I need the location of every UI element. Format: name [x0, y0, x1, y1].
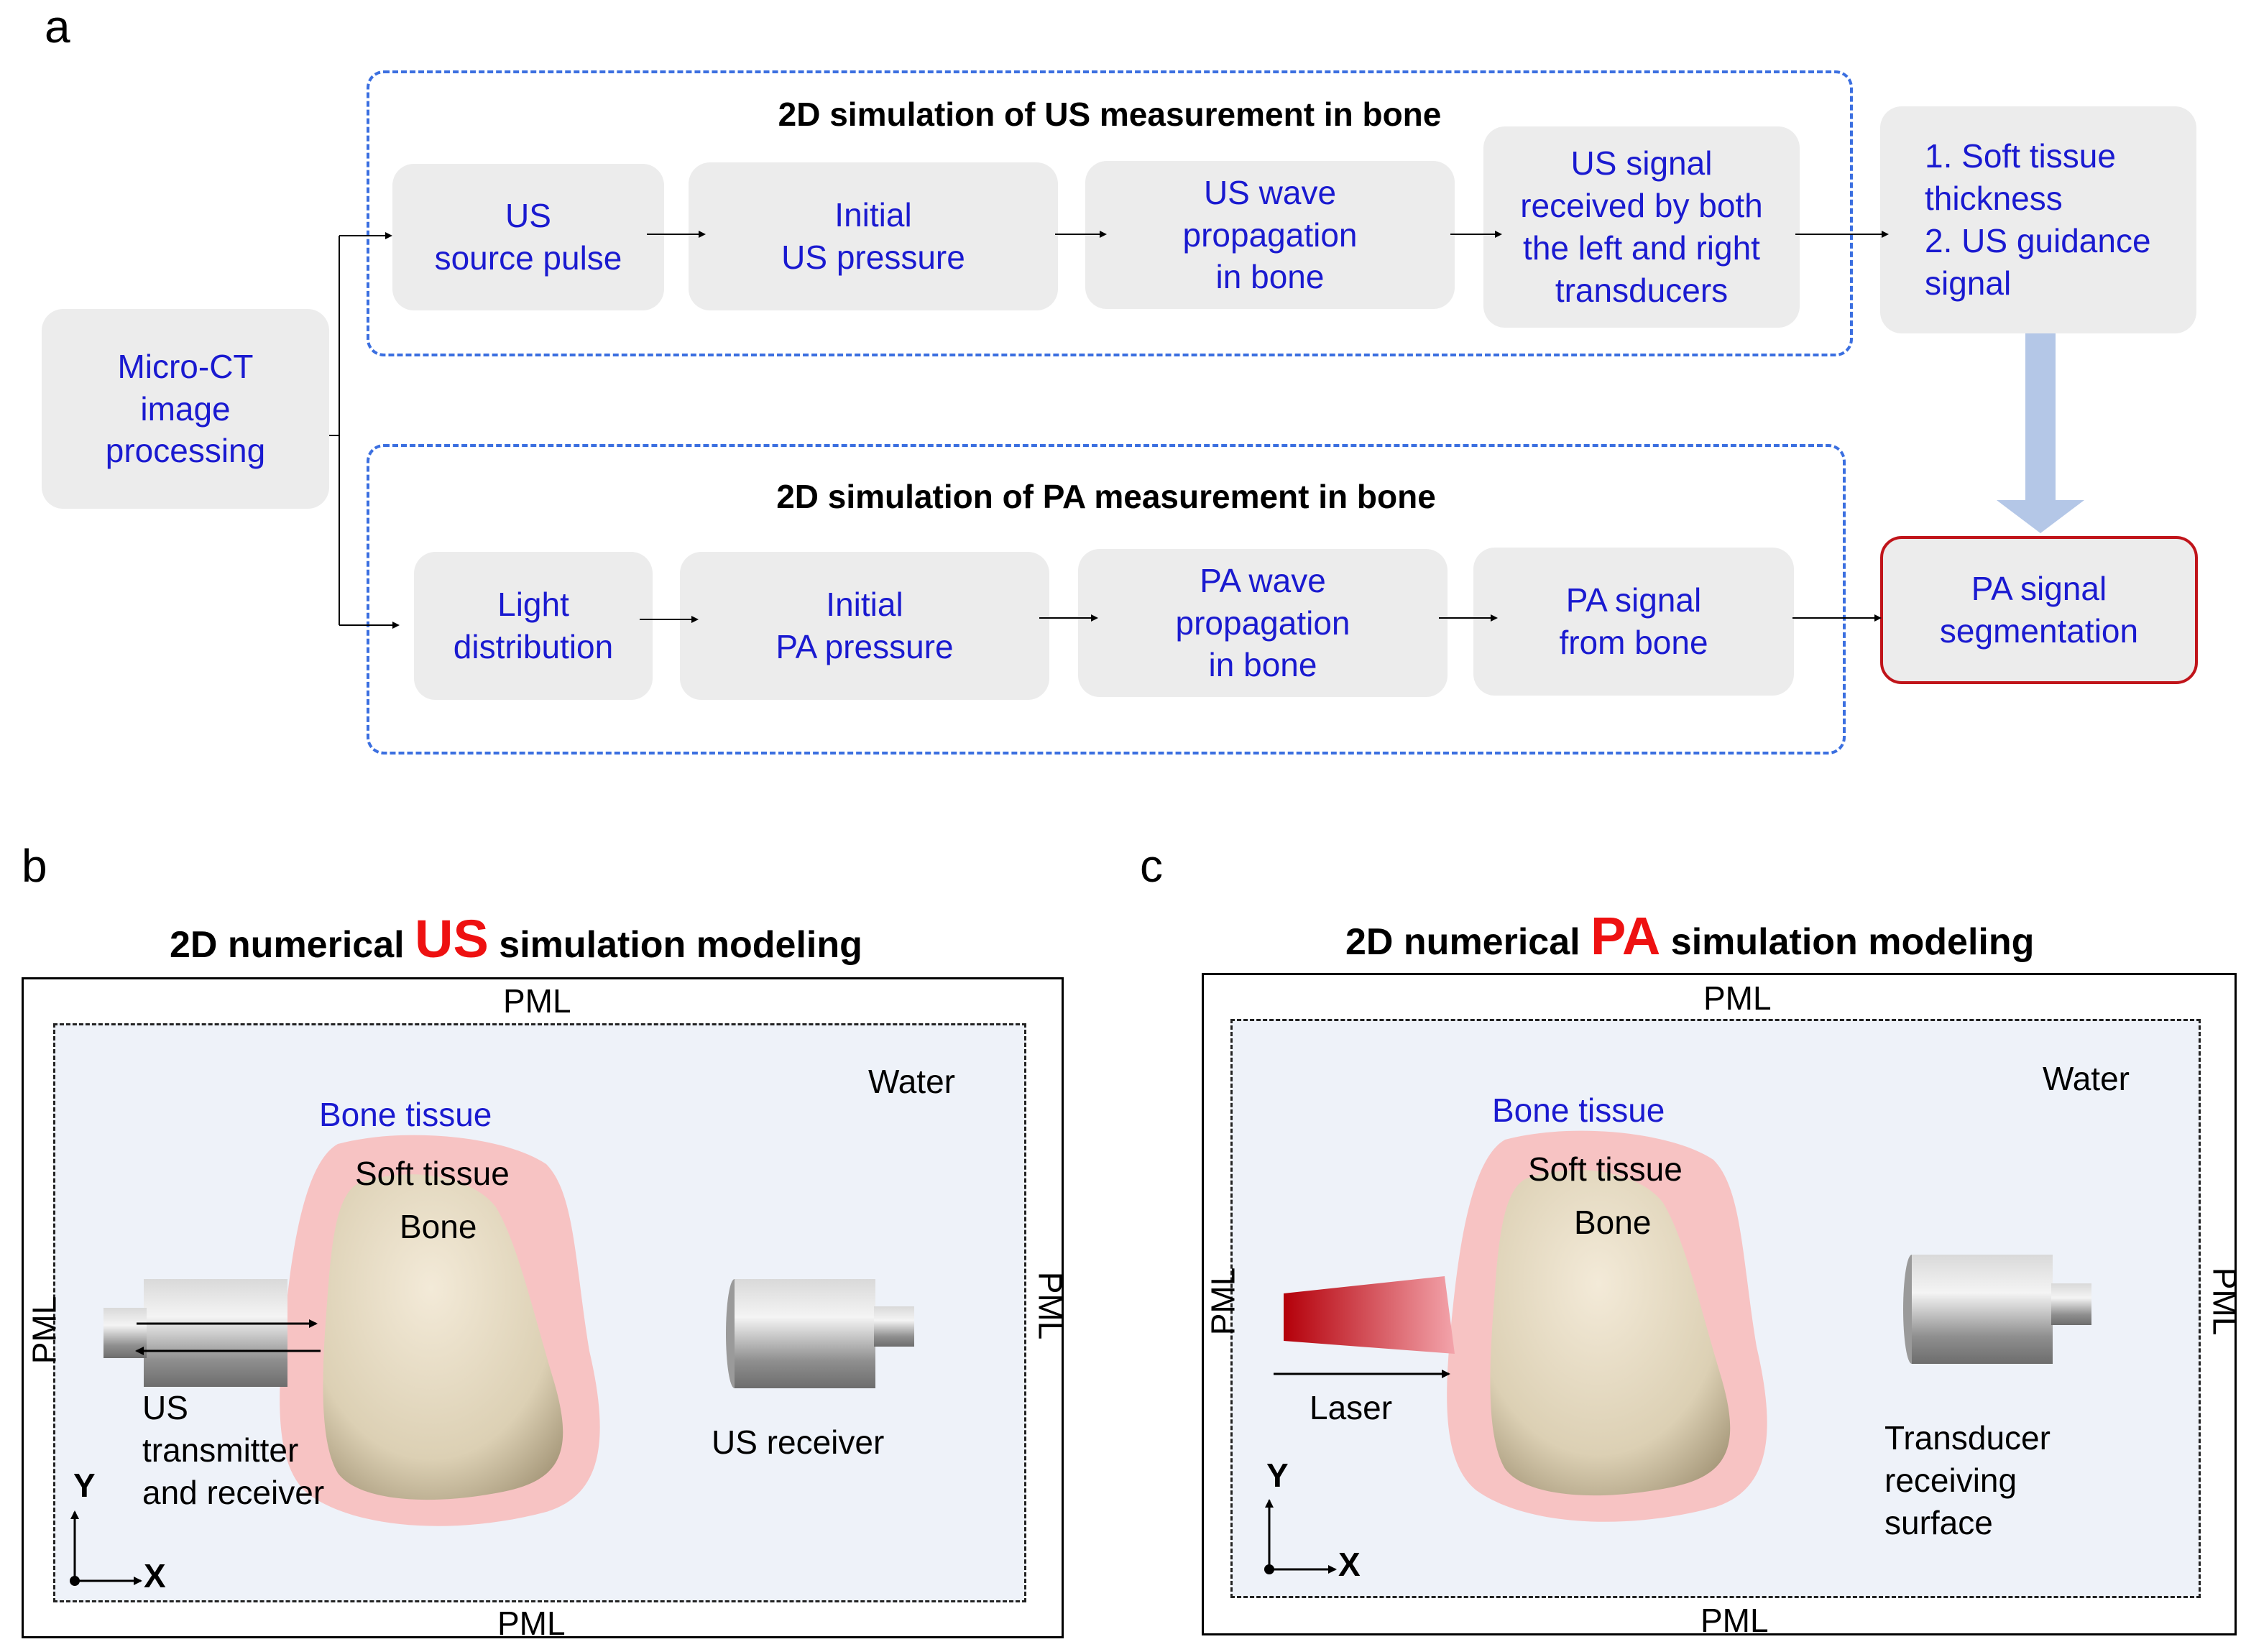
- laser-beam: [1284, 1276, 1455, 1354]
- panel-c-letter: c: [1140, 840, 1163, 892]
- pa-step-label: PA signal from bone: [1559, 581, 1708, 661]
- us-step-label: US wave propagation in bone: [1182, 173, 1358, 296]
- pa-group-title: 2D simulation of PA measurement in bone: [776, 478, 1436, 515]
- bone-shape: [1490, 1170, 1731, 1496]
- axis-y-label: Y: [73, 1467, 96, 1504]
- soft-tissue-label: Soft tissue: [355, 1155, 510, 1192]
- water-label: Water: [2043, 1060, 2130, 1097]
- pa-step-signal: PA signal from bone: [1473, 548, 1794, 696]
- laser-label: Laser: [1310, 1389, 1393, 1426]
- pa-step-initial-pressure: Initial PA pressure: [680, 552, 1049, 700]
- us-simulation-group: [367, 70, 1853, 356]
- micro-ct-box: Micro-CT image processing: [42, 309, 329, 509]
- us-step-signal-received: US signal received by both the left and …: [1483, 126, 1800, 328]
- us-output-label: 1. Soft tissue thickness 2. US guidance …: [1925, 137, 2151, 302]
- panel-c-title: 2D numerical PA simulation modeling: [1345, 905, 2034, 966]
- axis-origin: [1264, 1564, 1274, 1574]
- axis-x-label: X: [1338, 1546, 1361, 1583]
- us-group-title: 2D simulation of US measurement in bone: [778, 96, 1442, 133]
- pa-segmentation-label: PA signal segmentation: [1939, 570, 2139, 650]
- title-suffix: simulation modeling: [488, 924, 862, 966]
- pml-top-label: PML: [1703, 979, 1772, 1017]
- pa-step-light-distribution: Light distribution: [414, 552, 653, 700]
- guidance-arrow: [1997, 333, 2084, 533]
- pml-bottom-label: PML: [497, 1605, 566, 1642]
- us-step-label: Initial US pressure: [781, 196, 965, 276]
- axis-x-label: X: [144, 1557, 166, 1595]
- title-emphasis: PA: [1591, 906, 1661, 966]
- title-suffix: simulation modeling: [1660, 921, 2035, 963]
- title-prefix: 2D numerical: [170, 924, 415, 966]
- us-step-label: US signal received by both the left and …: [1520, 144, 1763, 309]
- transducer-label: Transducer receiving surface: [1884, 1419, 2051, 1541]
- bone-tissue-label: Bone tissue: [319, 1096, 492, 1133]
- us-output-box: 1. Soft tissue thickness 2. US guidance …: [1880, 106, 2196, 333]
- bone-label: Bone: [400, 1208, 477, 1245]
- panel-b-title: 2D numerical US simulation modeling: [170, 908, 862, 969]
- pa-step-label: Initial PA pressure: [775, 586, 954, 665]
- us-step-wave-propagation: US wave propagation in bone: [1085, 161, 1455, 309]
- us-transmitter-body: [144, 1279, 287, 1387]
- pa-step-wave-propagation: PA wave propagation in bone: [1078, 549, 1448, 697]
- pa-step-label: Light distribution: [453, 586, 614, 665]
- us-receiver-body: [735, 1279, 875, 1388]
- bone-shape: [323, 1174, 563, 1500]
- micro-ct-label: Micro-CT image processing: [105, 347, 266, 470]
- us-step-initial-pressure: Initial US pressure: [689, 162, 1058, 310]
- pa-simulation-group: [367, 444, 1846, 755]
- axis-y-label: Y: [1266, 1457, 1289, 1494]
- panel-b-letter: b: [22, 840, 47, 892]
- pml-bottom-label: PML: [1700, 1602, 1769, 1639]
- water-label: Water: [868, 1063, 955, 1100]
- title-emphasis: US: [415, 909, 489, 969]
- bone-label: Bone: [1574, 1204, 1652, 1241]
- pa-segmentation-box: PA signal segmentation: [1880, 536, 2198, 684]
- pml-top-label: PML: [503, 982, 571, 1020]
- us-step-label: US source pulse: [434, 197, 622, 277]
- bone-tissue-label: Bone tissue: [1492, 1092, 1665, 1129]
- transducer-tip: [2051, 1283, 2091, 1325]
- transducer-body: [1912, 1255, 2053, 1364]
- pa-step-label: PA wave propagation in bone: [1175, 561, 1350, 684]
- us-receiver-label: US receiver: [712, 1423, 885, 1461]
- axis-origin: [70, 1576, 80, 1586]
- title-prefix: 2D numerical: [1345, 921, 1591, 963]
- panel-a-letter: a: [45, 1, 70, 52]
- soft-tissue-label: Soft tissue: [1528, 1150, 1683, 1188]
- us-receiver-tip: [874, 1306, 914, 1347]
- us-step-source-pulse: US source pulse: [392, 164, 664, 310]
- us-transmitter-label: US transmitter and receiver: [142, 1389, 325, 1511]
